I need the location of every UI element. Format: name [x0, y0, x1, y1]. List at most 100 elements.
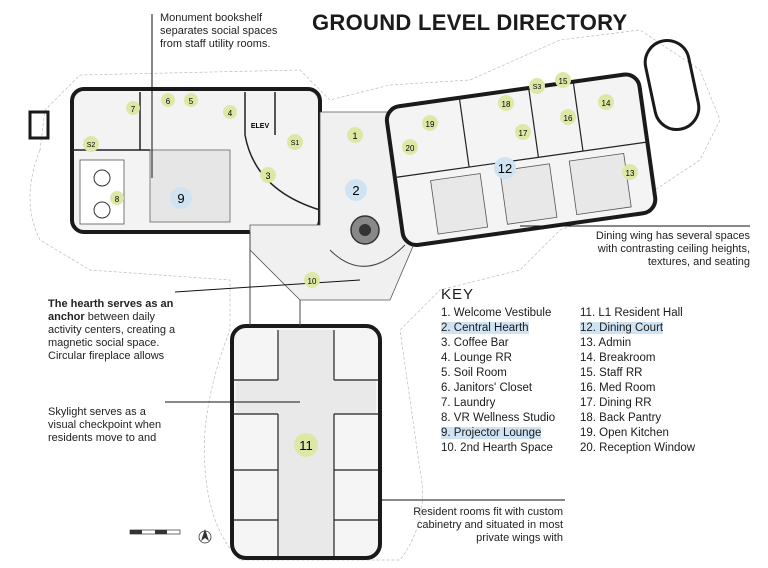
key-item-highlight: 12. Dining Court: [580, 322, 664, 334]
scale-bar: [129, 529, 181, 535]
marker-14: 14: [598, 94, 614, 110]
marker-6-label: 6: [166, 97, 171, 106]
key-item: 20. Reception Window: [580, 442, 696, 454]
key-item: 17. Dining RR: [580, 397, 652, 409]
note-skylight: Skylight serves as a visual checkpoint w…: [48, 406, 162, 444]
marker-14-label: 14: [602, 99, 611, 108]
room-markers: 1 2 3 4 5 6 7 8 9 10 11 12 13 14 15 16 1…: [83, 72, 638, 457]
marker-17-label: 17: [519, 129, 528, 138]
key-item: 4. Lounge RR: [441, 352, 512, 364]
marker-3: 3: [260, 167, 276, 183]
page-title: GROUND LEVEL DIRECTORY: [312, 10, 628, 35]
north-arrow-icon: [198, 529, 212, 544]
key-right-column: 11. L1 Resident Hall 12. Dining Court 13…: [580, 306, 695, 456]
key-item: 2. Central Hearth: [441, 321, 555, 336]
marker-s3: S3: [529, 78, 545, 94]
marker-13-label: 13: [626, 169, 635, 178]
key-item: 19. Open Kitchen: [580, 427, 669, 439]
marker-7: 7: [126, 101, 140, 115]
marker-16: 16: [560, 109, 576, 125]
marker-9: 9: [170, 187, 192, 209]
marker-8-label: 8: [115, 195, 120, 204]
key-item: 7. Laundry: [441, 397, 496, 409]
marker-10: 10: [304, 272, 320, 288]
marker-20: 20: [402, 139, 418, 155]
key-item: 15. Staff RR: [580, 367, 643, 379]
marker-6: 6: [161, 93, 175, 107]
projector-lounge-floor: [149, 149, 231, 223]
marker-13: 13: [622, 164, 638, 180]
marker-7-label: 7: [131, 105, 136, 114]
marker-4-label: 4: [228, 109, 233, 118]
marker-s1-label: S1: [291, 140, 300, 147]
key-item: 5. Soil Room: [441, 367, 507, 379]
key-item: 6. Janitors' Closet: [441, 382, 533, 394]
marker-1-label: 1: [352, 131, 357, 141]
key-item: 10. 2nd Hearth Space: [441, 442, 553, 454]
marker-5: 5: [184, 93, 198, 107]
leader-line-hearth: [174, 279, 361, 293]
resident-cross-corridor: [236, 380, 376, 414]
key-item: 12. Dining Court: [580, 321, 695, 336]
key-item: 1. Welcome Vestibule: [441, 307, 552, 319]
marker-3-label: 3: [265, 171, 270, 181]
interior-wall: [528, 87, 540, 158]
note-hearth-bold: The hearth serves as an anchor: [48, 298, 174, 323]
key-item: 14. Breakroom: [580, 352, 656, 364]
key-item: 3. Coffee Bar: [441, 337, 509, 349]
garden-oval: [643, 39, 701, 131]
marker-11-label: 11: [299, 438, 313, 453]
key-item: 11. L1 Resident Hall: [580, 307, 683, 319]
interior-wall: [394, 141, 648, 179]
marker-s1: S1: [287, 134, 303, 150]
marker-11: 11: [294, 433, 318, 457]
marker-16-label: 16: [564, 114, 573, 123]
marker-9-label: 9: [177, 191, 184, 206]
marker-18-label: 18: [502, 100, 511, 109]
hearth-bench: [329, 244, 406, 267]
key-item: 13. Admin: [580, 337, 632, 349]
marker-5-label: 5: [189, 97, 194, 106]
key-heading: KEY: [441, 286, 475, 303]
marker-8: 8: [110, 191, 124, 205]
marker-10-label: 10: [308, 277, 317, 286]
marker-2-label: 2: [352, 183, 359, 198]
note-dining: Dining wing has several spaces with cont…: [595, 230, 750, 268]
marker-17: 17: [515, 124, 531, 140]
marker-12-label: 12: [498, 161, 512, 176]
fireplace-core: [359, 224, 371, 236]
marker-15-label: 15: [559, 77, 568, 86]
key-left-column: 1. Welcome Vestibule 2. Central Hearth 3…: [441, 306, 555, 456]
marker-18: 18: [498, 95, 514, 111]
marker-s2-label: S2: [87, 142, 96, 149]
dining-table-area: [430, 173, 489, 235]
key-item: 18. Back Pantry: [580, 412, 662, 424]
key-item: 16. Med Room: [580, 382, 656, 394]
marker-19-label: 19: [426, 120, 435, 129]
exterior-kiosk: [28, 110, 50, 140]
key-item: 8. VR Wellness Studio: [441, 412, 556, 424]
dining-table-area: [499, 163, 558, 225]
marker-19: 19: [422, 115, 438, 131]
marker-4: 4: [223, 105, 237, 119]
interior-wall: [572, 81, 584, 152]
dining-table-area: [568, 152, 632, 215]
marker-2: 2: [345, 179, 367, 201]
note-bookshelf: Monument bookshelf separates social spac…: [160, 12, 278, 50]
marker-s3-label: S3: [533, 84, 542, 91]
marker-12: 12: [494, 157, 516, 179]
note-hearth-rest: between daily activity centers, creating…: [48, 311, 176, 362]
key-item-highlight: 2. Central Hearth: [441, 322, 529, 334]
marker-15: 15: [555, 72, 571, 88]
elevator-label: ELEV: [251, 123, 270, 130]
key-item-highlight: 9. Projector Lounge: [441, 427, 542, 439]
wellness-pod: [93, 201, 111, 219]
note-resident: Resident rooms fit with custom cabinetry…: [413, 506, 563, 544]
marker-20-label: 20: [406, 144, 415, 153]
dining-wing: [384, 72, 658, 248]
wellness-pod: [93, 169, 111, 187]
marker-1: 1: [347, 127, 363, 143]
marker-s2: S2: [83, 136, 99, 152]
